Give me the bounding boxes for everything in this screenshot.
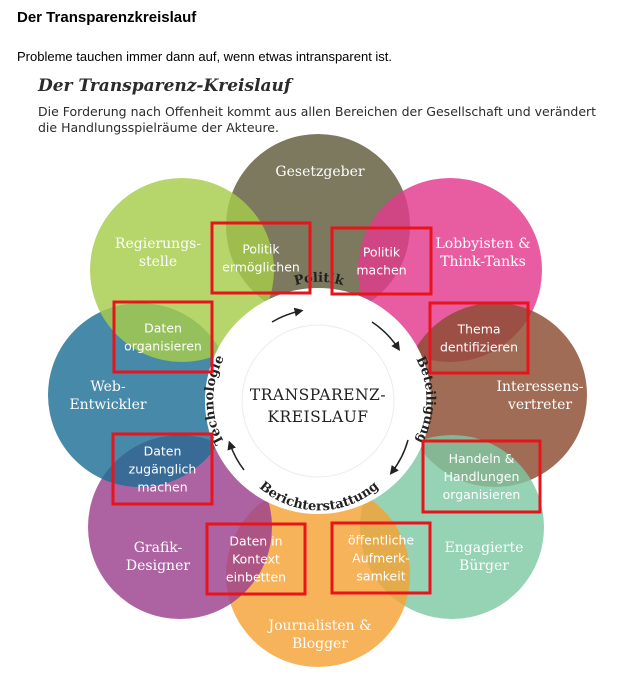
highlight-box bbox=[112, 300, 214, 374]
highlight-box bbox=[330, 226, 433, 296]
document-subtitle: Probleme tauchen immer dann auf, wenn et… bbox=[17, 49, 393, 64]
highlight-box bbox=[428, 301, 530, 375]
cycle-arrow bbox=[389, 439, 409, 475]
petal-label-web-entwickler: Web-Entwickler bbox=[69, 379, 146, 413]
figure-description: Die Forderung nach Offenheit kommt aus a… bbox=[38, 104, 597, 135]
cycle-arrow bbox=[371, 321, 400, 352]
highlight-box bbox=[421, 439, 542, 514]
petal-label-interessensvertreter: Interessens-vertreter bbox=[496, 379, 583, 413]
figure-title: Der Transparenz-Kreislauf bbox=[38, 76, 292, 96]
petal-label-grafik-designer: Grafik-Designer bbox=[126, 540, 190, 574]
center-title-line-2: KREISLAUF bbox=[267, 408, 368, 426]
highlight-box bbox=[330, 521, 432, 595]
cycle-arrow bbox=[227, 440, 245, 471]
cycle-arrow bbox=[271, 307, 304, 323]
petal-journalisten bbox=[226, 483, 410, 667]
highlight-box bbox=[210, 221, 312, 295]
petal-label-regierungsstelle: Regierungs-stelle bbox=[115, 236, 201, 270]
petal-label-lobbyisten: Lobbyisten &Think-Tanks bbox=[435, 236, 530, 270]
petal-label-gesetzgeber: Gesetzgeber bbox=[275, 164, 364, 180]
document-title: Der Transparenzkreislauf bbox=[17, 9, 197, 26]
highlight-box bbox=[111, 432, 214, 506]
center-disc bbox=[205, 288, 431, 514]
petal-label-journalisten: Journalisten &Blogger bbox=[266, 618, 371, 652]
center-title-line-1: TRANSPARENZ- bbox=[250, 386, 386, 404]
highlight-box bbox=[205, 522, 307, 596]
